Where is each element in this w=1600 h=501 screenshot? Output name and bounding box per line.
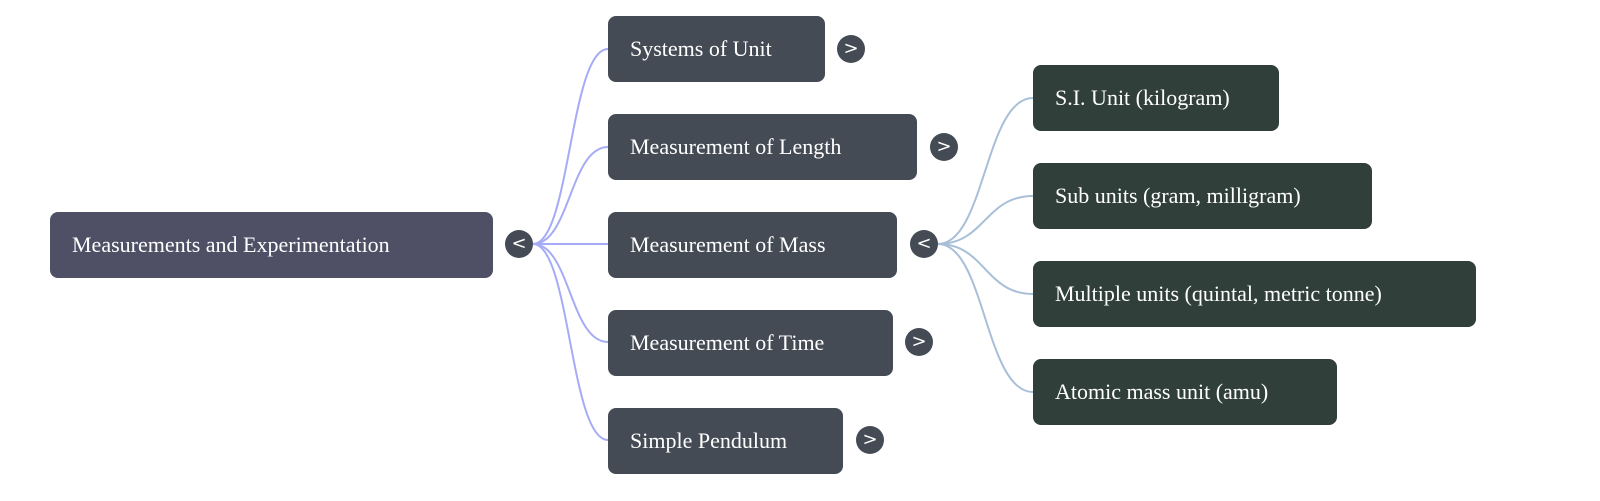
link-pendulum (532, 243, 609, 441)
node-systems-of-unit[interactable]: Systems of Unit (608, 16, 825, 82)
node-measurement-of-time[interactable]: Measurement of Time (608, 310, 893, 376)
expand-time-button[interactable]: > (905, 328, 933, 356)
node-simple-pendulum[interactable]: Simple Pendulum (608, 408, 843, 474)
collapse-mass-button[interactable]: < (910, 230, 938, 258)
expand-length-button[interactable]: > (930, 133, 958, 161)
link-time (532, 243, 609, 343)
collapse-root-button[interactable]: < (505, 230, 533, 258)
link-sub (937, 195, 1034, 245)
link-length (532, 146, 609, 245)
node-measurement-of-length[interactable]: Measurement of Length (608, 114, 917, 180)
node-measurement-of-mass[interactable]: Measurement of Mass (608, 212, 897, 278)
node-atomic-mass-unit[interactable]: Atomic mass unit (amu) (1033, 359, 1337, 425)
node-si-unit[interactable]: S.I. Unit (kilogram) (1033, 65, 1279, 131)
root-links (532, 48, 609, 441)
link-systems (532, 48, 609, 245)
node-multiple-units[interactable]: Multiple units (quintal, metric tonne) (1033, 261, 1476, 327)
link-multiple (937, 243, 1034, 295)
expand-pendulum-button[interactable]: > (856, 426, 884, 454)
root-node[interactable]: Measurements and Experimentation (50, 212, 493, 278)
link-amu (937, 243, 1034, 393)
expand-systems-button[interactable]: > (837, 35, 865, 63)
node-sub-units[interactable]: Sub units (gram, milligram) (1033, 163, 1372, 229)
mass-links (937, 97, 1034, 393)
link-si (937, 97, 1034, 245)
